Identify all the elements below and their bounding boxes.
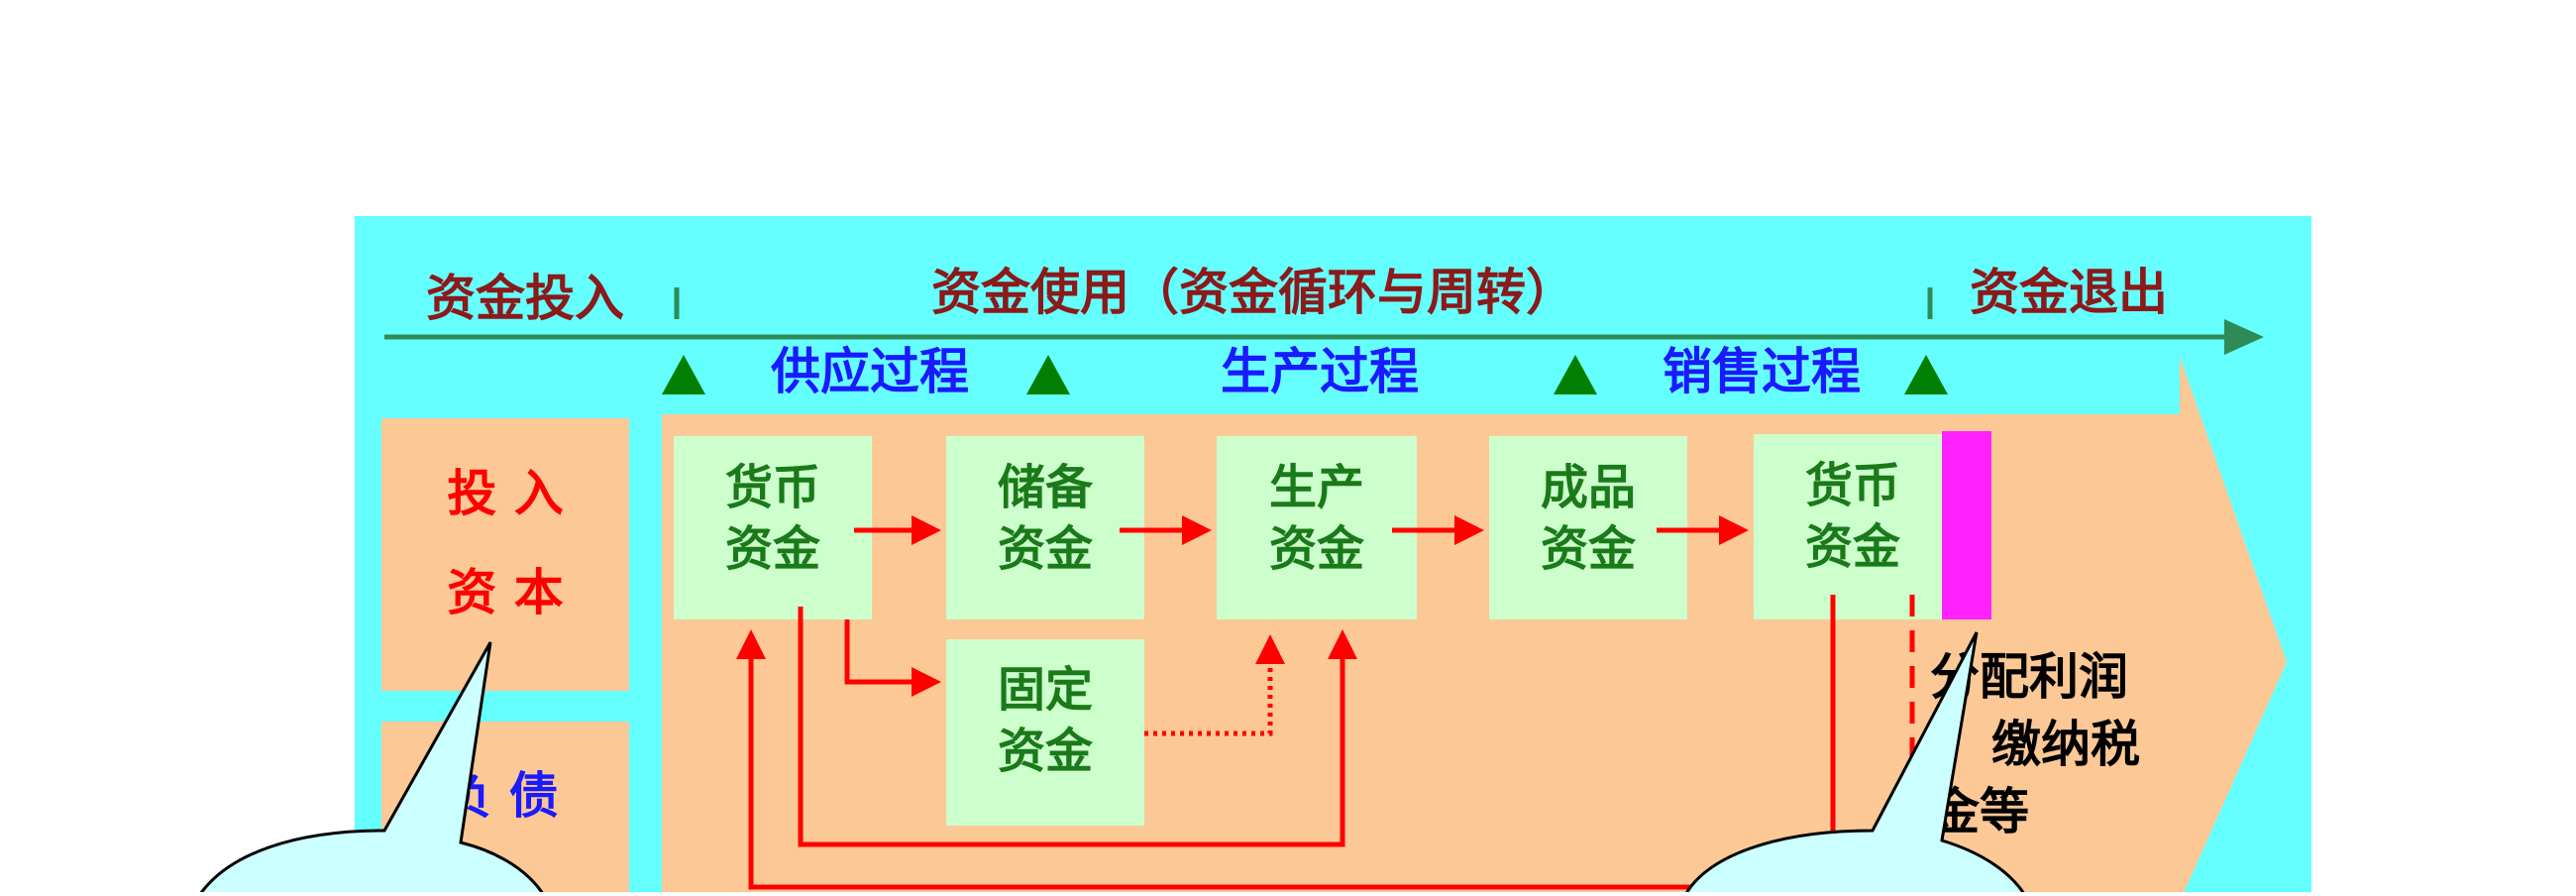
return-loop-inner — [798, 607, 1357, 847]
capital-source-label-1: 投 入 — [447, 465, 563, 522]
stage-label-exit: 资金退出 — [1970, 264, 2168, 321]
fund-box-reserve — [946, 436, 1144, 619]
process-area — [662, 357, 2287, 896]
fund-box-label: 成品 — [1541, 460, 1636, 515]
fund-box-finished — [1489, 436, 1687, 619]
fund-box-label: 资金 — [725, 521, 821, 577]
capital-source-label-2: 资 本 — [447, 564, 563, 621]
stage-label-invest: 资金投入 — [426, 270, 624, 327]
fund-box-fixed — [946, 639, 1144, 826]
callout-bubble-right — [1682, 631, 2028, 896]
triangle-marker — [1026, 355, 1070, 394]
fund-box-label: 资金 — [1541, 521, 1637, 577]
fund-box-label: 储备 — [998, 460, 1094, 515]
triangle-marker — [662, 355, 705, 394]
fund-box-label: 货币 — [1805, 458, 1900, 513]
exit-note-line-2: 缴纳税 — [1991, 716, 2140, 773]
process-label-supply: 供应过程 — [771, 343, 969, 400]
fund-box-label: 资金 — [998, 521, 1094, 577]
timeline-arrowhead — [2224, 319, 2264, 355]
triangle-marker — [1904, 355, 1948, 394]
fund-box-currency-2 — [1754, 434, 1952, 619]
process-label-production: 生产过程 — [1221, 343, 1419, 400]
flow-arrow-fixed — [844, 619, 941, 697]
callout-bubble-left — [196, 641, 547, 896]
process-label-sales: 销售过程 — [1663, 343, 1861, 400]
fund-box-production — [1217, 436, 1417, 619]
return-loop-outer — [736, 595, 1836, 890]
fund-box-label: 资金 — [998, 724, 1094, 779]
fund-box-label: 资金 — [1805, 519, 1901, 575]
fund-box-currency-1 — [674, 436, 872, 619]
stage-label-use: 资金使用（资金循环与周转） — [931, 264, 1575, 321]
fund-box-label: 货币 — [725, 460, 820, 515]
fund-box-label: 生产 — [1269, 460, 1364, 515]
dotted-flow-arrow — [1144, 634, 1285, 736]
capital-source-box — [381, 418, 629, 691]
fund-box-label: 固定 — [998, 662, 1093, 718]
triangle-marker — [1554, 355, 1597, 394]
exit-bar — [1942, 431, 1991, 619]
fund-box-label: 资金 — [1269, 521, 1365, 577]
